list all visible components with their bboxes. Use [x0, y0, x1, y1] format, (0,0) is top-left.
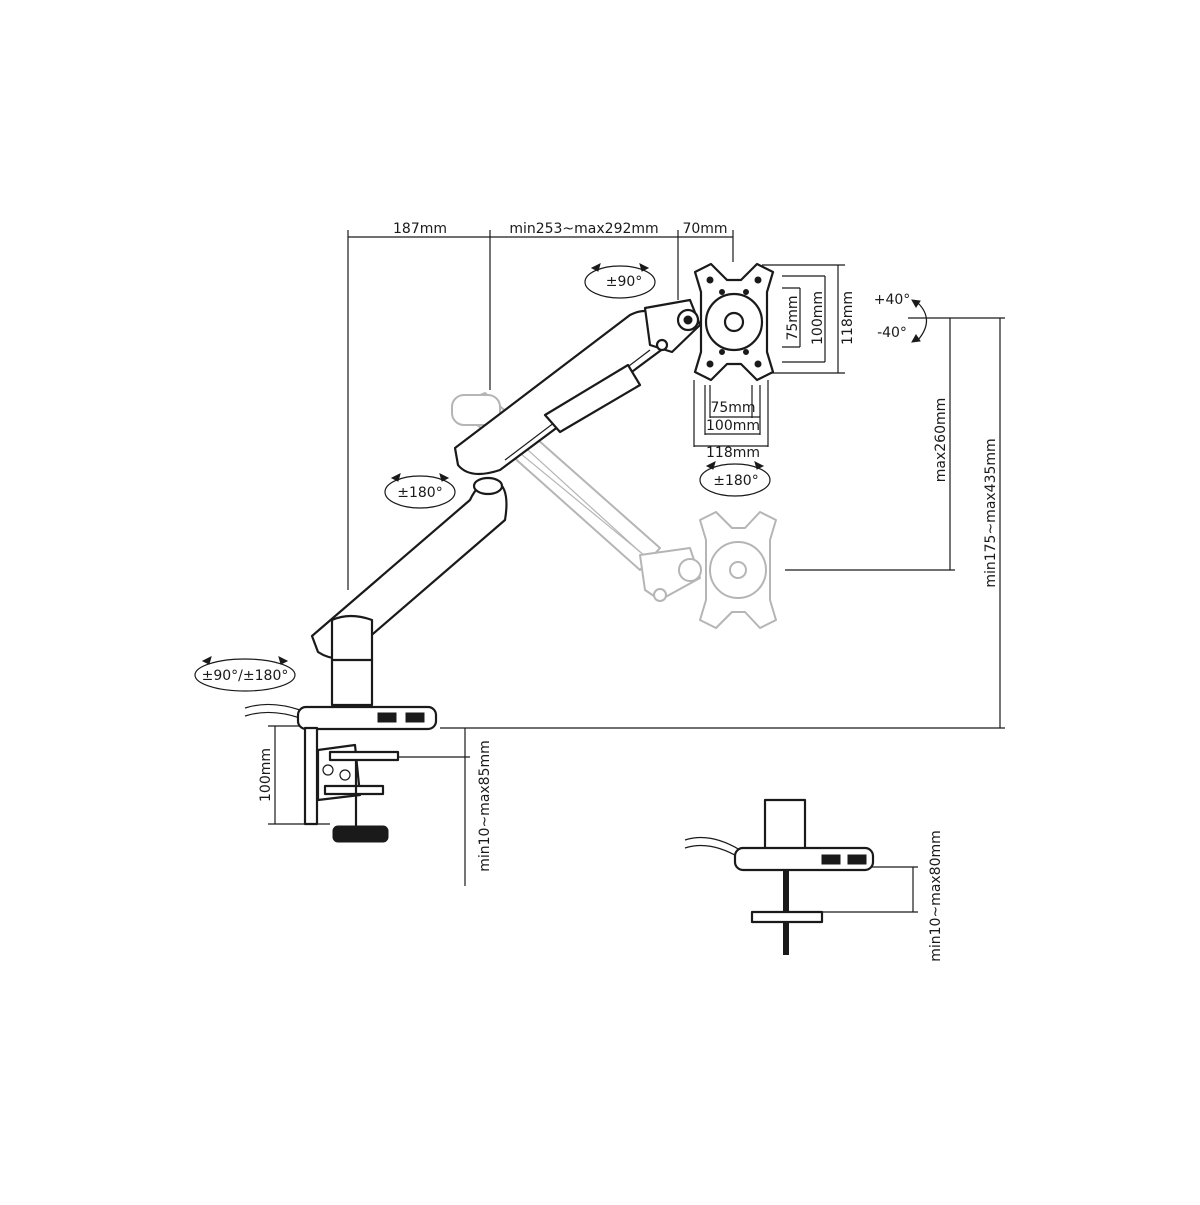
rotation-indicators	[194, 263, 928, 692]
dim-height-travel: max260mm	[933, 398, 949, 483]
dimension-labels: 187mm min253~max292mm 70mm 75mm 100mm 11…	[258, 221, 999, 962]
dim-clamp-desk-thickness: min10~max85mm	[477, 740, 493, 872]
rot-base-swivel: ±90°/±180°	[202, 668, 289, 684]
dim-vesa-v-75: 75mm	[785, 295, 801, 340]
head-rotate-ellipse	[584, 263, 656, 299]
dim-base-offset: 187mm	[393, 221, 447, 237]
dim-vesa-h-118: 118mm	[706, 445, 760, 461]
rotation-labels: ±90° +40° -40° ±180° ±180° ±90°/±180°	[202, 274, 911, 684]
rot-head-rotate: ±90°	[606, 274, 643, 290]
rot-arm-swivel: ±180°	[397, 485, 442, 501]
arm-swivel-ellipse	[384, 473, 456, 509]
dim-total-height: min175~max435mm	[983, 438, 999, 587]
base-swivel-ellipse	[194, 656, 296, 692]
grommet-mount	[684, 798, 875, 955]
clamp-base	[244, 703, 438, 843]
dim-arm-reach: min253~max292mm	[509, 221, 658, 237]
dimension-lines	[268, 230, 1005, 913]
rot-head-swivel: ±180°	[713, 473, 758, 489]
head-swivel-ellipse	[699, 461, 771, 497]
tilt-arc	[911, 299, 928, 343]
dim-vesa-h-75: 75mm	[710, 400, 755, 416]
rot-tilt-up: +40°	[874, 292, 911, 308]
dim-vesa-h-100: 100mm	[706, 418, 760, 434]
rot-tilt-down: -40°	[877, 325, 907, 341]
dim-vesa-v-100: 100mm	[810, 291, 826, 345]
dim-vesa-v-118: 118mm	[840, 291, 856, 345]
dim-clamp-height: 100mm	[258, 748, 274, 802]
dim-head-offset: 70mm	[682, 221, 727, 237]
dim-grommet-desk-thickness: min10~max80mm	[928, 830, 944, 962]
monitor-arm	[310, 262, 775, 707]
